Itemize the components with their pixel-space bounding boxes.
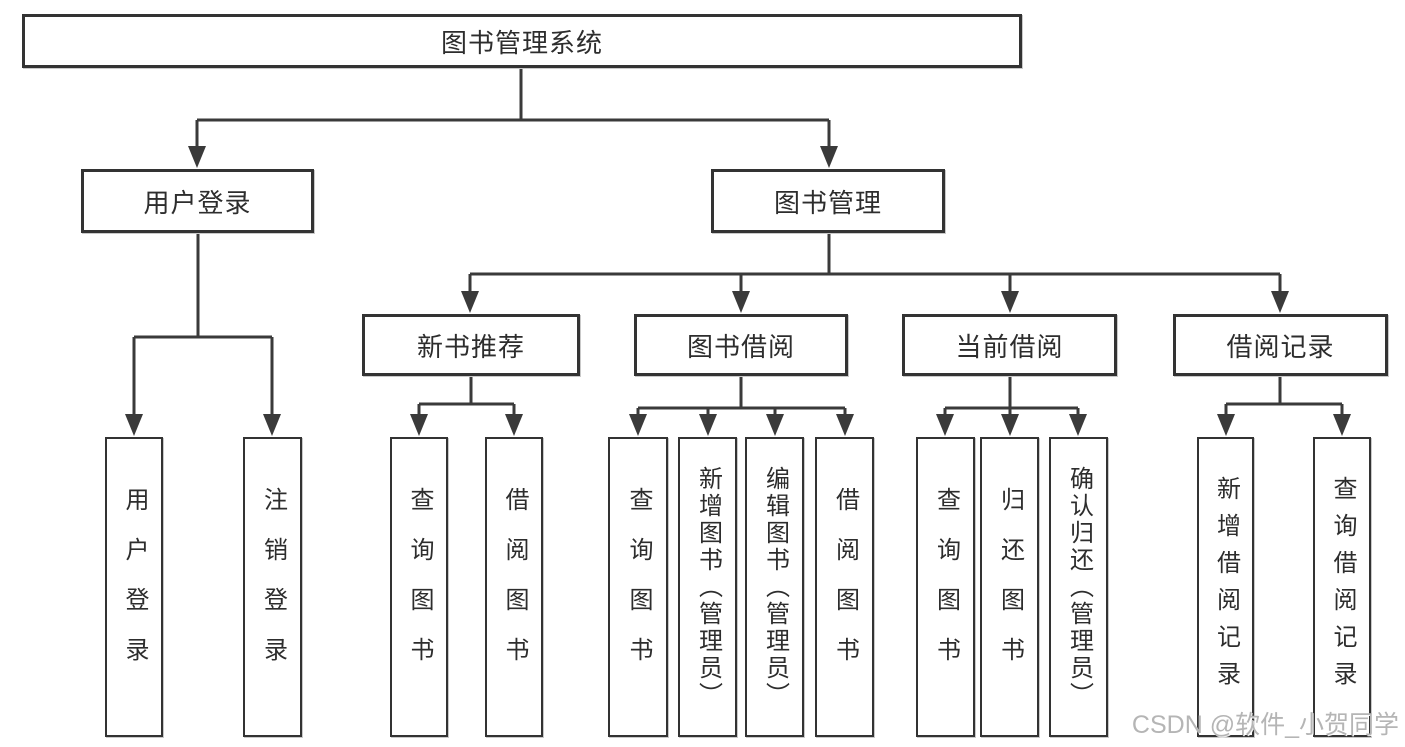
leaf-edit-book-admin: 编辑图书（管理员）	[745, 437, 804, 737]
node-new-book-rec: 新书推荐	[362, 314, 580, 376]
leaf-confirm-return-admin: 确认归还（管理员）	[1049, 437, 1108, 737]
leaf-logout: 注销登录	[243, 437, 302, 737]
leaf-borrow-query-book: 查询图书	[608, 437, 668, 737]
leaf-newrec-borrow-book: 借阅图书	[485, 437, 543, 737]
node-book-mgmt: 图书管理	[711, 169, 945, 233]
leaf-return-book-label: 归还图书	[996, 487, 1024, 687]
leaf-newrec-query-book-label: 查询图书	[406, 487, 433, 687]
node-book-borrow-label: 图书借阅	[686, 331, 795, 362]
node-user-login-label: 用户登录	[143, 187, 252, 218]
leaf-newrec-borrow-book-label: 借阅图书	[501, 487, 528, 687]
leaf-current-query-book-label: 查询图书	[932, 487, 960, 687]
connector-newbook-to-leaves	[410, 376, 523, 436]
node-new-book-rec-label: 新书推荐	[416, 331, 525, 362]
leaf-current-query-book: 查询图书	[916, 437, 975, 737]
node-current-borrow-label: 当前借阅	[955, 331, 1064, 362]
leaf-add-borrow-record-label: 新增借阅记录	[1212, 476, 1240, 698]
node-borrow-records: 借阅记录	[1173, 314, 1388, 376]
node-book-mgmt-label: 图书管理	[773, 187, 882, 218]
leaf-query-borrow-record-label: 查询借阅记录	[1329, 476, 1356, 698]
leaf-logout-label: 注销登录	[259, 487, 287, 687]
connector-login-to-leaves	[125, 233, 281, 436]
connector-mgmt-to-level3	[461, 233, 1289, 313]
leaf-borrow-book: 借阅图书	[815, 437, 874, 737]
leaf-confirm-return-admin-label: 确认归还（管理员）	[1065, 465, 1093, 709]
watermark-text: CSDN @软件_小贺同学	[1131, 711, 1399, 739]
node-root: 图书管理系统	[22, 14, 1022, 68]
leaf-add-borrow-record: 新增借阅记录	[1197, 437, 1254, 737]
node-book-borrow: 图书借阅	[634, 314, 848, 376]
leaf-borrow-book-label: 借阅图书	[831, 487, 859, 687]
node-current-borrow: 当前借阅	[902, 314, 1117, 376]
leaf-borrow-query-book-label: 查询图书	[625, 487, 652, 687]
connector-borrow-to-leaves	[629, 376, 854, 436]
leaf-edit-book-admin-label: 编辑图书（管理员）	[761, 465, 789, 709]
leaf-add-book-admin-label: 新增图书（管理员）	[694, 465, 722, 709]
node-root-label: 图书管理系统	[440, 27, 603, 58]
connector-records-to-leaves	[1217, 376, 1351, 436]
leaf-newrec-query-book: 查询图书	[390, 437, 448, 737]
leaf-user-login: 用户登录	[105, 437, 163, 737]
connector-root-to-level2	[188, 68, 838, 168]
node-user-login: 用户登录	[81, 169, 314, 233]
leaf-query-borrow-record: 查询借阅记录	[1313, 437, 1371, 737]
leaf-return-book: 归还图书	[980, 437, 1039, 737]
leaf-user-login-label: 用户登录	[121, 487, 148, 687]
node-borrow-records-label: 借阅记录	[1226, 331, 1335, 362]
leaf-add-book-admin: 新增图书（管理员）	[678, 437, 737, 737]
connector-current-to-leaves	[936, 376, 1087, 436]
